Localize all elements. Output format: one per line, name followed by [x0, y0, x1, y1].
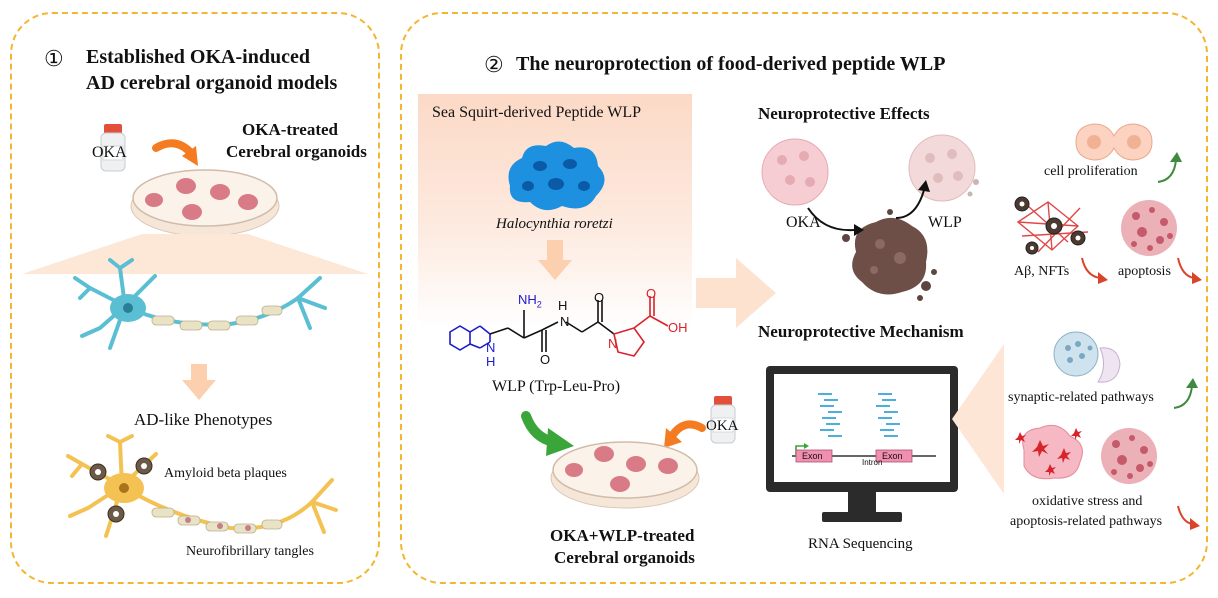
orange-arrow-2-icon	[664, 420, 706, 448]
mol-o-right: O	[646, 286, 657, 301]
big-left-arrow-icon	[952, 344, 1004, 494]
synapse-icon	[1053, 331, 1121, 383]
mol-o-bottom: O	[540, 352, 551, 367]
cell-proliferation-label: cell proliferation	[1044, 164, 1138, 179]
amyloid-label: Amyloid beta plaques	[164, 466, 287, 481]
source-down-arrow-icon	[538, 240, 572, 280]
apoptosis-cell-2-icon	[1101, 428, 1157, 484]
effects-arrows	[807, 180, 930, 236]
mol-n-ring: N	[608, 336, 618, 351]
healthy-neuron-icon	[73, 258, 327, 350]
petri-dish-oka	[130, 169, 280, 237]
panel1-treated-line2: Cerebral organoids	[226, 142, 367, 161]
mol-n-indole: N	[486, 340, 496, 355]
abeta-nfts-icon	[1014, 196, 1089, 255]
species-label: Halocynthia roretzi	[496, 216, 613, 232]
abeta-nfts-label: Aβ, NFTs	[1014, 264, 1070, 279]
mol-h-indole: H	[486, 354, 496, 369]
oxidative-down-arrow-icon	[1177, 505, 1200, 530]
synaptic-up-arrow-icon	[1173, 378, 1198, 409]
dividing-cell-icon	[1075, 123, 1153, 161]
effects-title: Neuroprotective Effects	[758, 104, 930, 123]
down-arrow-icon	[182, 364, 216, 400]
wlp-treated-line1: OKA+WLP-treated	[550, 526, 695, 545]
apoptosis-label: apoptosis	[1118, 264, 1171, 279]
mol-h-top: H	[558, 298, 568, 313]
panel-ad-model	[10, 12, 380, 584]
wlp-molecule	[449, 296, 669, 357]
panel1-treated-line1: OKA-treated	[242, 120, 338, 139]
panel1-title-line2: AD cerebral organoid models	[86, 72, 338, 94]
mol-nh2-text: NH	[518, 292, 537, 307]
sea-squirt-icon	[508, 141, 605, 211]
abeta-down-arrow-icon	[1081, 257, 1108, 284]
apoptosis-cell-icon	[1121, 200, 1177, 256]
green-arrow-icon	[521, 411, 574, 456]
panel2-number: ②	[484, 52, 504, 77]
effects-wlp-label: WLP	[928, 214, 962, 231]
effects-oka-label: OKA	[786, 214, 821, 231]
proliferation-up-arrow-icon	[1157, 152, 1182, 183]
intron-label: Intron	[862, 458, 883, 467]
wlp-treated-line2: Cerebral organoids	[554, 548, 695, 567]
oka-bottle-2-icon	[710, 396, 736, 444]
panel2-oka-label: OKA	[706, 418, 739, 434]
wlp-label: WLP (Trp-Leu-Pro)	[492, 378, 621, 395]
mol-o-top: O	[594, 290, 605, 305]
oka-bottle-icon	[100, 124, 126, 172]
mol-n-top: N	[560, 314, 570, 329]
healthy-organoid-icon	[761, 138, 829, 206]
mol-nh2-sub: 2	[536, 299, 542, 310]
petri-dish-wlp	[550, 441, 700, 509]
source-box	[418, 94, 692, 328]
exon2-label: Exon	[882, 451, 903, 461]
mol-nh2: NH2	[518, 292, 542, 310]
oxidative-line2-label: apoptosis-related pathways	[1010, 514, 1163, 529]
zoom-fan	[22, 234, 368, 274]
panel1-title-line1: Established OKA-induced	[86, 46, 310, 68]
exon1-label: Exon	[802, 451, 823, 461]
tangles-label: Neurofibrillary tangles	[186, 544, 314, 559]
oxidative-line1-label: oxidative stress and	[1032, 494, 1143, 509]
panel1-number: ①	[44, 46, 64, 71]
damaged-organoid-icon	[842, 209, 937, 301]
phenotypes-label: AD-like Phenotypes	[134, 410, 273, 429]
panel1-oka-label: OKA	[92, 144, 127, 161]
panel-neuroprotection	[400, 12, 1208, 584]
rna-seq-label: RNA Sequencing	[808, 536, 913, 552]
oxidative-stress-icon	[1015, 424, 1083, 480]
orange-arrow-icon	[152, 139, 198, 166]
mol-oh: OH	[668, 320, 688, 335]
source-label: Sea Squirt-derived Peptide WLP	[432, 104, 641, 121]
panel2-title: The neuroprotection of food-derived pept…	[516, 53, 946, 75]
apoptosis-down-arrow-icon	[1177, 257, 1202, 284]
synaptic-label: synaptic-related pathways	[1008, 390, 1154, 405]
mechanism-title: Neuroprotective Mechanism	[758, 322, 964, 341]
ad-neuron-icon	[66, 434, 338, 538]
monitor-icon	[766, 366, 958, 522]
big-right-arrow-icon	[696, 258, 776, 328]
